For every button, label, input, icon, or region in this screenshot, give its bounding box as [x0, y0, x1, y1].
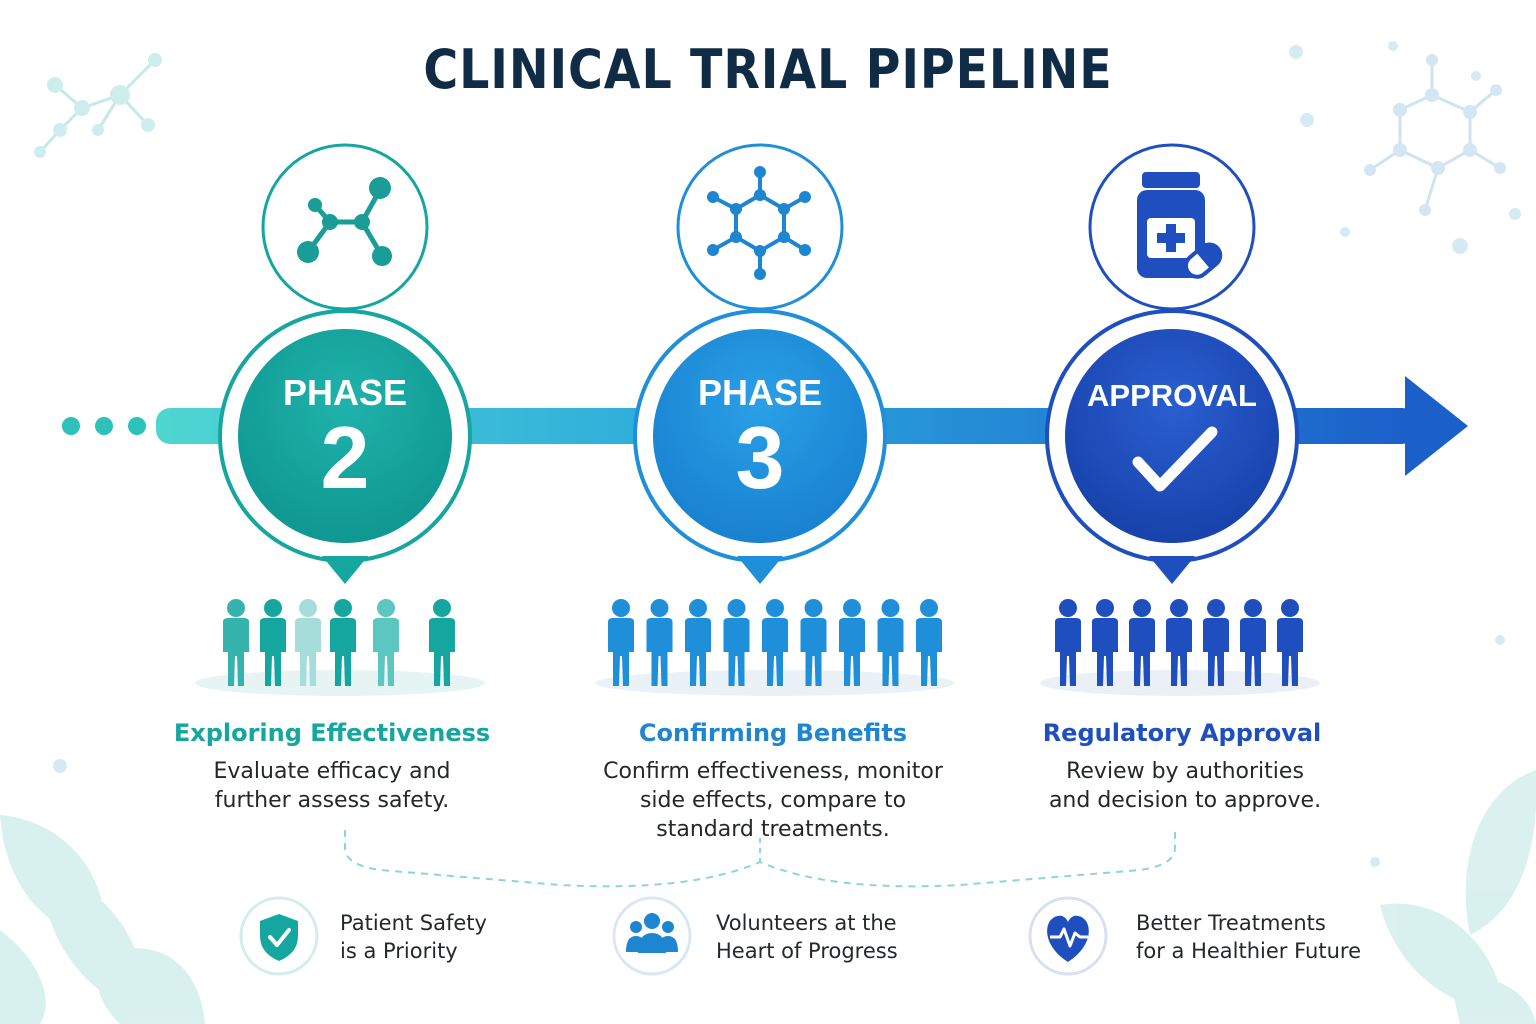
footer-item-text: Better Treatments for a Healthier Future [1136, 909, 1361, 965]
footer-line: for a Healthier Future [1136, 939, 1361, 963]
person-icon [330, 599, 356, 686]
leaf-decoration-left [0, 815, 205, 1024]
person-icon [800, 599, 827, 686]
person-icon [723, 599, 750, 686]
person-icon [260, 599, 286, 686]
people-group [608, 599, 942, 686]
stage-title: APPROVAL [1087, 378, 1257, 413]
pipeline-arrow-head [1405, 376, 1468, 476]
leaf-decoration-right [1380, 770, 1536, 1024]
person-icon [762, 599, 788, 686]
stage-heading: Confirming Benefits [638, 719, 908, 747]
stage-approval [1040, 143, 1320, 696]
stage-heading: Exploring Effectiveness [173, 719, 491, 747]
person-icon [1092, 599, 1118, 686]
person-icon [1055, 599, 1081, 686]
stage-heading: Regulatory Approval [1042, 719, 1322, 747]
person-icon [608, 599, 634, 686]
person-icon [1129, 599, 1155, 686]
person-icon [1277, 599, 1303, 686]
person-icon [429, 599, 455, 686]
lead-dot [128, 417, 146, 435]
molecule-icon [297, 177, 392, 266]
page-title: CLINICAL TRIAL PIPELINE [423, 38, 1113, 101]
molecule-decoration-right [1364, 54, 1506, 216]
person-icon [1240, 599, 1266, 686]
dot-decoration [53, 41, 1521, 867]
stage-title: PHASE [697, 372, 823, 413]
person-icon [877, 599, 904, 686]
description-line: Confirm effectiveness, monitor [603, 759, 943, 784]
person-icon [1203, 599, 1229, 686]
description-line: and decision to approve. [1048, 788, 1322, 813]
description-line: standard treatments. [656, 817, 890, 842]
description-line: further assess safety. [214, 788, 450, 813]
person-icon [1166, 599, 1192, 686]
lead-dot [95, 417, 113, 435]
stage-number: 2 [320, 408, 370, 507]
stage-description: Evaluate efficacy and further assess saf… [122, 757, 542, 815]
person-icon [295, 599, 321, 686]
medicine-bottle-icon [1137, 172, 1223, 279]
person-icon [839, 599, 865, 686]
people-group [223, 599, 455, 686]
footer-item-text: Volunteers at the Heart of Progress [716, 909, 898, 965]
description-line: side effects, compare to [639, 788, 907, 813]
lead-dot [62, 417, 80, 435]
shield-check-icon [239, 896, 319, 976]
stage-description: Confirm effectiveness, monitor side effe… [563, 757, 983, 844]
person-icon [373, 599, 399, 686]
person-icon [916, 599, 942, 686]
checkmark-icon [1132, 426, 1218, 492]
people-group-icon [612, 896, 692, 976]
heart-pulse-icon [1028, 896, 1108, 976]
people-group [1055, 599, 1303, 686]
description-line: Review by authorities [1066, 759, 1304, 784]
footer-line: Patient Safety [340, 911, 487, 935]
person-icon [646, 599, 673, 686]
stage-number: 3 [735, 408, 785, 507]
description-line: Evaluate efficacy and [213, 759, 451, 784]
person-icon [685, 599, 711, 686]
stage-phase-3 [595, 143, 955, 696]
footer-line: Heart of Progress [716, 939, 898, 963]
person-icon [223, 599, 249, 686]
stage-description: Review by authorities and decision to ap… [975, 757, 1395, 815]
footer-line: is a Priority [340, 939, 458, 963]
footer-line: Better Treatments [1136, 911, 1326, 935]
footer-line: Volunteers at the [716, 911, 897, 935]
stage-title: PHASE [282, 372, 408, 413]
footer-item-text: Patient Safety is a Priority [340, 909, 487, 965]
hexagon-molecule-icon [707, 166, 811, 280]
molecule-decoration-left [34, 53, 162, 158]
